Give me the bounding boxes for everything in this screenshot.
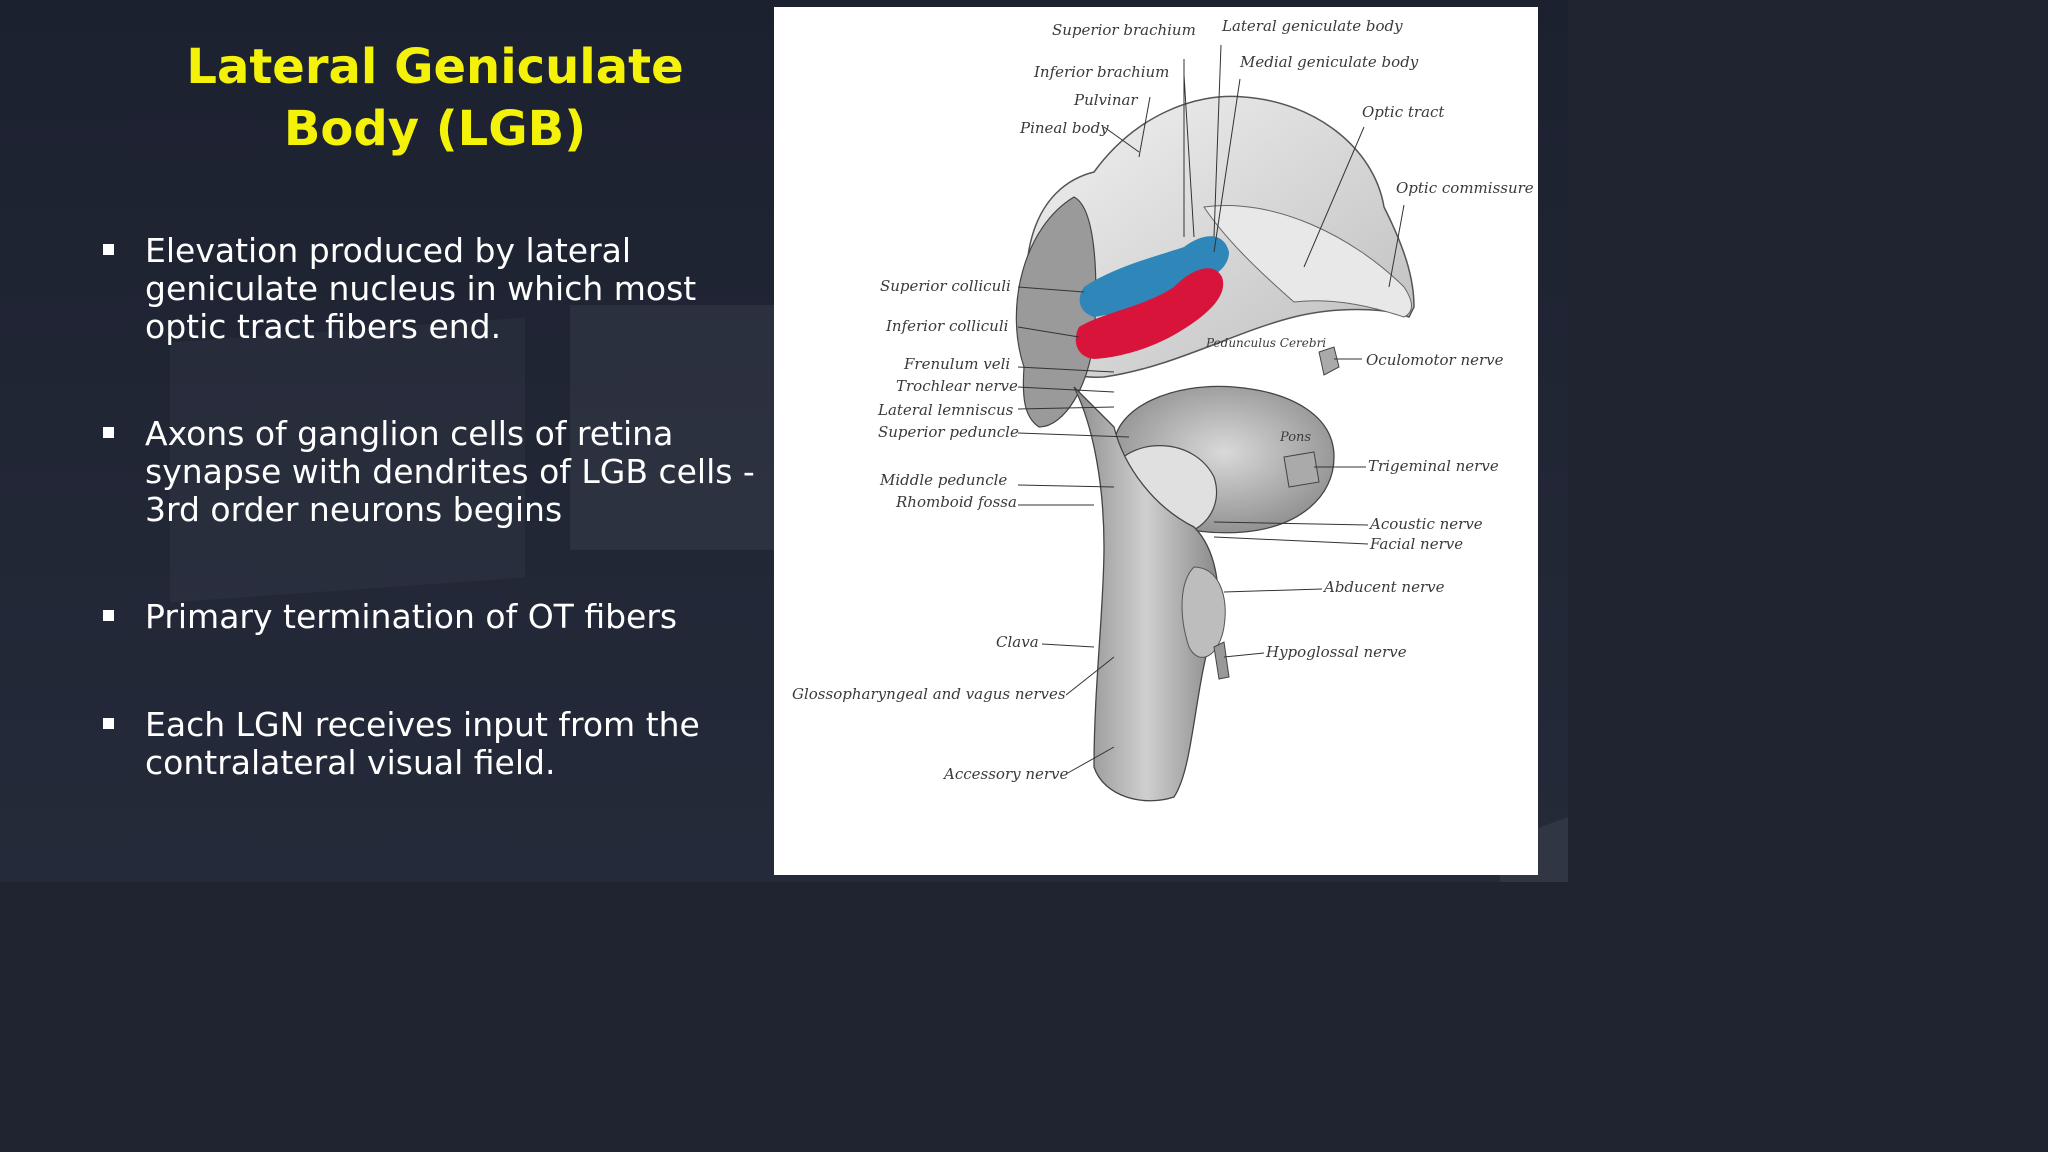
colliculi-shape (1015, 196, 1097, 428)
label-abducent-nerve: Abducent nerve (1322, 578, 1445, 596)
label-trochlear-nerve: Trochlear nerve (896, 377, 1018, 395)
label-acoustic-nerve: Acoustic nerve (1368, 515, 1483, 533)
background-shape (570, 305, 780, 550)
label-glossopharyngeal-vagus: Glossopharyngeal and vagus nerves (792, 685, 1066, 703)
label-lateral-lemniscus: Lateral lemniscus (877, 401, 1014, 419)
medial-geniculate-highlight (1079, 236, 1229, 317)
label-accessory-nerve: Accessory nerve (942, 765, 1069, 783)
optic-tract-shape (1203, 205, 1412, 318)
bullet-text: Elevation produced by lateral geniculate… (145, 231, 697, 346)
label-pulvinar: Pulvinar (1073, 91, 1138, 109)
bullet-text: Each LGN receives input from the contral… (145, 705, 700, 782)
label-clava: Clava (996, 633, 1039, 651)
label-pons: Pons (1279, 430, 1311, 445)
label-oculomotor-nerve: Oculomotor nerve (1366, 351, 1504, 369)
label-superior-peduncle: Superior peduncle (878, 423, 1019, 441)
label-medial-geniculate-body: Medial geniculate body (1239, 53, 1419, 71)
label-optic-commissure: Optic commissure (1396, 179, 1534, 197)
label-facial-nerve: Facial nerve (1369, 535, 1463, 553)
label-inferior-colliculi: Inferior colliculi (885, 317, 1009, 335)
label-pedunculus-cerebri: Pedunculus Cerebri (1205, 336, 1326, 350)
label-hypoglossal-nerve: Hypoglossal nerve (1265, 643, 1407, 661)
brainstem-diagram: Superior brachium Lateral geniculate bod… (774, 7, 1538, 875)
olive-shape (1181, 566, 1226, 658)
bullet-square-icon (103, 718, 114, 729)
label-inferior-brachium: Inferior brachium (1033, 63, 1169, 81)
label-frenulum-veli: Frenulum veli (903, 355, 1010, 373)
label-middle-peduncle: Middle peduncle (879, 471, 1007, 489)
bullet-square-icon (103, 610, 114, 621)
brainstem-illustration: Superior brachium Lateral geniculate bod… (792, 17, 1534, 802)
bullet-square-icon (103, 244, 114, 255)
label-pineal-body: Pineal body (1019, 119, 1109, 137)
label-superior-colliculi: Superior colliculi (880, 277, 1011, 295)
bullet-square-icon (103, 427, 114, 438)
bullet-text: Primary termination of OT fibers (145, 597, 678, 636)
hypoglossal-root (1213, 641, 1230, 680)
medulla-shape (1073, 386, 1219, 802)
trigeminal-root (1283, 451, 1320, 488)
label-lateral-geniculate-body: Lateral geniculate body (1221, 17, 1403, 35)
oculomotor-root (1318, 346, 1340, 376)
slide: Lateral Geniculate Body (LGB) Elevation … (0, 0, 1568, 882)
leader-lines (1017, 44, 1405, 775)
label-optic-tract: Optic tract (1362, 103, 1445, 121)
label-superior-brachium: Superior brachium (1052, 21, 1196, 39)
bullet-text: Axons of ganglion cells of retina synaps… (145, 414, 755, 529)
label-rhomboid-fossa: Rhomboid fossa (895, 493, 1017, 511)
slide-title: Lateral Geniculate Body (LGB) (186, 39, 684, 157)
lateral-geniculate-highlight (1075, 268, 1224, 359)
label-trigeminal-nerve: Trigeminal nerve (1368, 457, 1499, 475)
